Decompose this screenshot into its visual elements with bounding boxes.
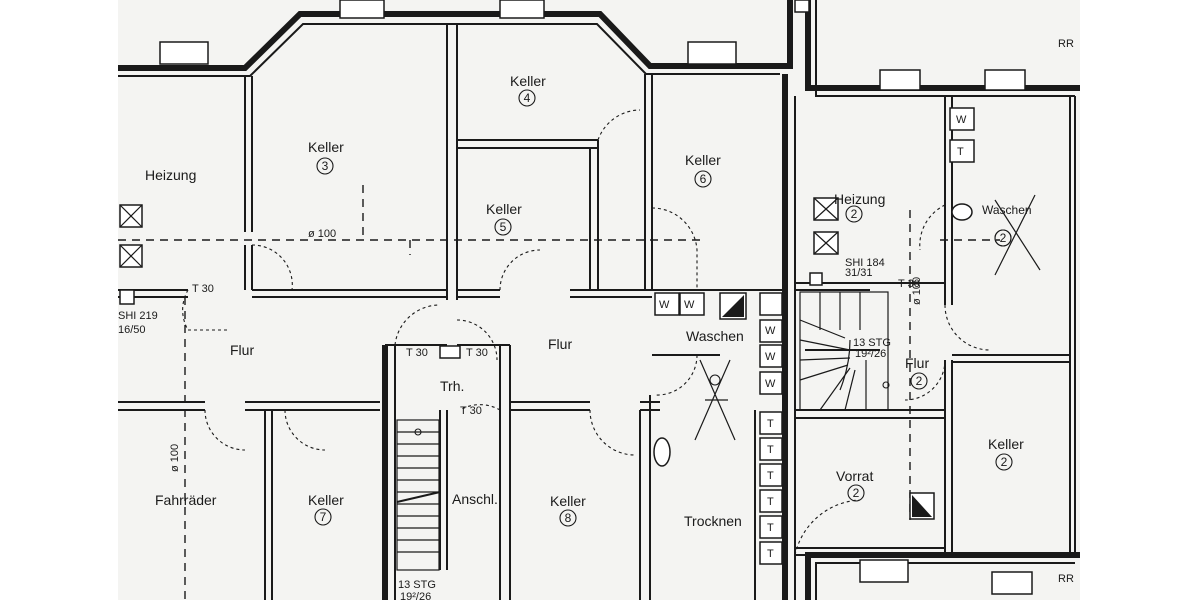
label-trh: Trh. <box>440 378 464 394</box>
dryer-t-3: T <box>767 470 774 482</box>
washer-w-3: W <box>765 325 776 337</box>
t30-right: T 30 <box>898 278 920 290</box>
washer-w-5: W <box>765 378 776 390</box>
dryer-t-7: T <box>957 146 964 158</box>
washer-w-2: W <box>684 299 695 311</box>
dryer-t-4: T <box>767 496 774 508</box>
dryer-t-6: T <box>767 548 774 560</box>
num-keller7: 7 <box>320 510 327 524</box>
label-anschl: Anschl. <box>452 491 498 507</box>
rr-bottom: RR <box>1058 573 1074 585</box>
num-flur2: 2 <box>916 374 923 388</box>
pipe-label-vertical-right: ø 100 <box>911 277 923 305</box>
walls <box>118 0 1080 600</box>
num-waschen-right: 2 <box>1000 231 1007 245</box>
t30-b: T 30 <box>466 347 488 359</box>
washer-w-1: W <box>659 299 670 311</box>
label-flur-mid: Flur <box>548 336 572 352</box>
stg-bottom: 13 STG <box>398 579 436 591</box>
num-keller6: 6 <box>700 172 707 186</box>
label-keller8: Keller <box>550 493 586 509</box>
shi184-sub: 31/31 <box>845 267 873 279</box>
annotations: ø 100 ø 100 ø 100 SHI 219 16/50 SHI 184 … <box>118 38 1074 600</box>
washer-w-4: W <box>765 351 776 363</box>
num-keller8: 8 <box>565 511 572 525</box>
label-keller6: Keller <box>685 152 721 168</box>
stairs-lower <box>396 419 441 571</box>
num-keller2r: 2 <box>1001 455 1008 469</box>
label-trockner: Trocknen <box>684 513 742 529</box>
label-waschen: Waschen <box>686 328 744 344</box>
label-fahrraeder: Fahrräder <box>155 492 217 508</box>
label-keller4: Keller <box>510 73 546 89</box>
num-keller5: 5 <box>500 220 507 234</box>
stg-mid: 13 STG <box>853 337 891 349</box>
num-vorrat: 2 <box>853 486 860 500</box>
label-keller2r: Keller <box>988 436 1024 452</box>
t30-a: T 30 <box>406 347 428 359</box>
label-flur-left: Flur <box>230 342 254 358</box>
shi219-sub: 16/50 <box>118 324 146 336</box>
label-keller3: Keller <box>308 139 344 155</box>
stairs-right <box>799 291 890 411</box>
dryer-t-2: T <box>767 444 774 456</box>
label-keller5: Keller <box>486 201 522 217</box>
num-heizung2: 2 <box>851 207 858 221</box>
label-keller7: Keller <box>308 492 344 508</box>
label-heizung2: Heizung <box>834 191 885 207</box>
stg-bottom-sub: 19²/26 <box>400 591 431 600</box>
label-flur2: Flur <box>905 355 929 371</box>
shi219-label: SHI 219 <box>118 310 158 322</box>
label-vorrat: Vorrat <box>836 468 873 484</box>
shi184-label: SHI 184 <box>845 257 885 269</box>
num-keller3: 3 <box>322 159 329 173</box>
pipe-label: ø 100 <box>308 228 336 240</box>
stg-mid-sub: 19²/26 <box>855 348 886 360</box>
dryer-t-1: T <box>767 418 774 430</box>
fixtures <box>119 0 1041 565</box>
label-waschen-right: Waschen <box>982 203 1032 217</box>
t30-left: T 30 <box>192 283 214 295</box>
room-labels: Keller 4 Keller 3 Keller 5 Keller 6 Heiz… <box>145 73 1032 529</box>
pipe-label-vertical-left: ø 100 <box>169 444 181 472</box>
rr-top: RR <box>1058 38 1074 50</box>
door-swings <box>182 109 991 556</box>
t30-c: T 30 <box>460 405 482 417</box>
label-heizung-left: Heizung <box>145 167 196 183</box>
dryer-t-5: T <box>767 522 774 534</box>
num-keller4: 4 <box>524 91 531 105</box>
washer-w-6: W <box>956 114 967 126</box>
pipe-lines <box>118 185 1000 600</box>
